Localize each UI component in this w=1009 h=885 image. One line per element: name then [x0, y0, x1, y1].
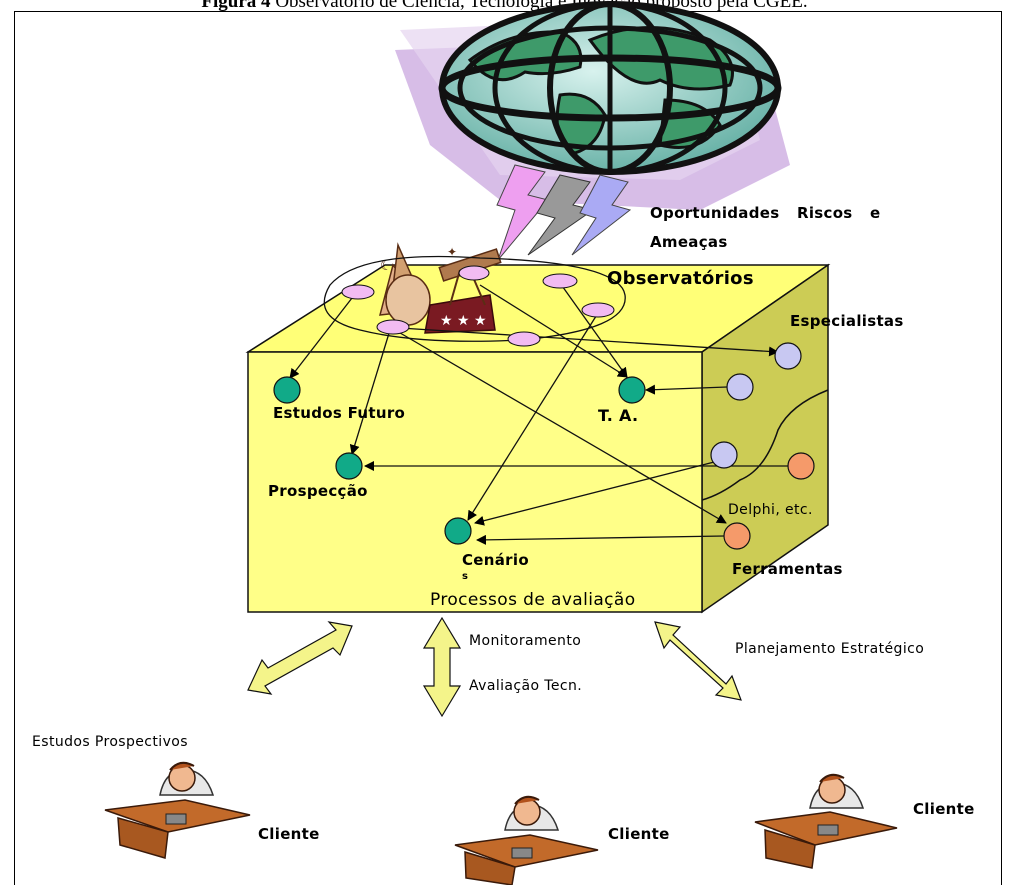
client-figure-1 — [104, 761, 251, 859]
label-especialistas: Especialistas — [790, 312, 904, 330]
label-estudos-futuro: Estudos Futuro — [273, 404, 406, 422]
astronomer-icon: ★ ★ ★ ☾ ✦ — [378, 242, 502, 334]
label-monitoramento: Monitoramento — [469, 633, 582, 649]
label-ferramentas: Ferramentas — [732, 560, 843, 578]
connector-arrows — [289, 282, 795, 545]
box-title: Observatórios — [607, 268, 754, 289]
top-label-line2: Ameaças — [650, 233, 728, 251]
label-prospeccao: Prospecção — [268, 482, 368, 500]
svg-text:☾: ☾ — [380, 258, 393, 274]
label-delphi: Delphi, etc. — [728, 502, 813, 518]
flow-arrows — [247, 616, 742, 718]
label-cenarios: Cenário — [462, 551, 529, 569]
label-cenarios-tail: s — [462, 571, 469, 579]
client-label-2: Cliente — [608, 825, 670, 843]
globe-icon — [438, 1, 782, 175]
orbit-path — [323, 255, 626, 342]
label-ta: T. A. — [598, 406, 639, 425]
orange-nodes — [723, 452, 815, 550]
green-nodes — [273, 376, 646, 545]
svg-text:★ ★ ★: ★ ★ ★ — [440, 313, 487, 329]
client-figure-2 — [454, 795, 599, 885]
client-label-3: Cliente — [913, 800, 975, 818]
label-estudos-prospectivos: Estudos Prospectivos — [32, 734, 188, 750]
box-bottom-label: Processos de avaliação — [430, 590, 636, 610]
lightning-icons — [496, 164, 632, 261]
lavender-nodes — [710, 342, 802, 469]
caption-prefix: Figura 4 — [201, 0, 271, 12]
client-label-1: Cliente — [258, 825, 320, 843]
top-label-line1: Oportunidades Riscos e — [650, 204, 881, 222]
label-planejamento: Planejamento Estratégico — [735, 641, 925, 657]
pink-nodes — [341, 265, 615, 347]
label-avaliacao: Avaliação Tecn. — [469, 678, 583, 694]
svg-text:✦: ✦ — [447, 245, 457, 259]
figure-frame — [14, 11, 1002, 885]
client-figure-3 — [754, 773, 898, 869]
